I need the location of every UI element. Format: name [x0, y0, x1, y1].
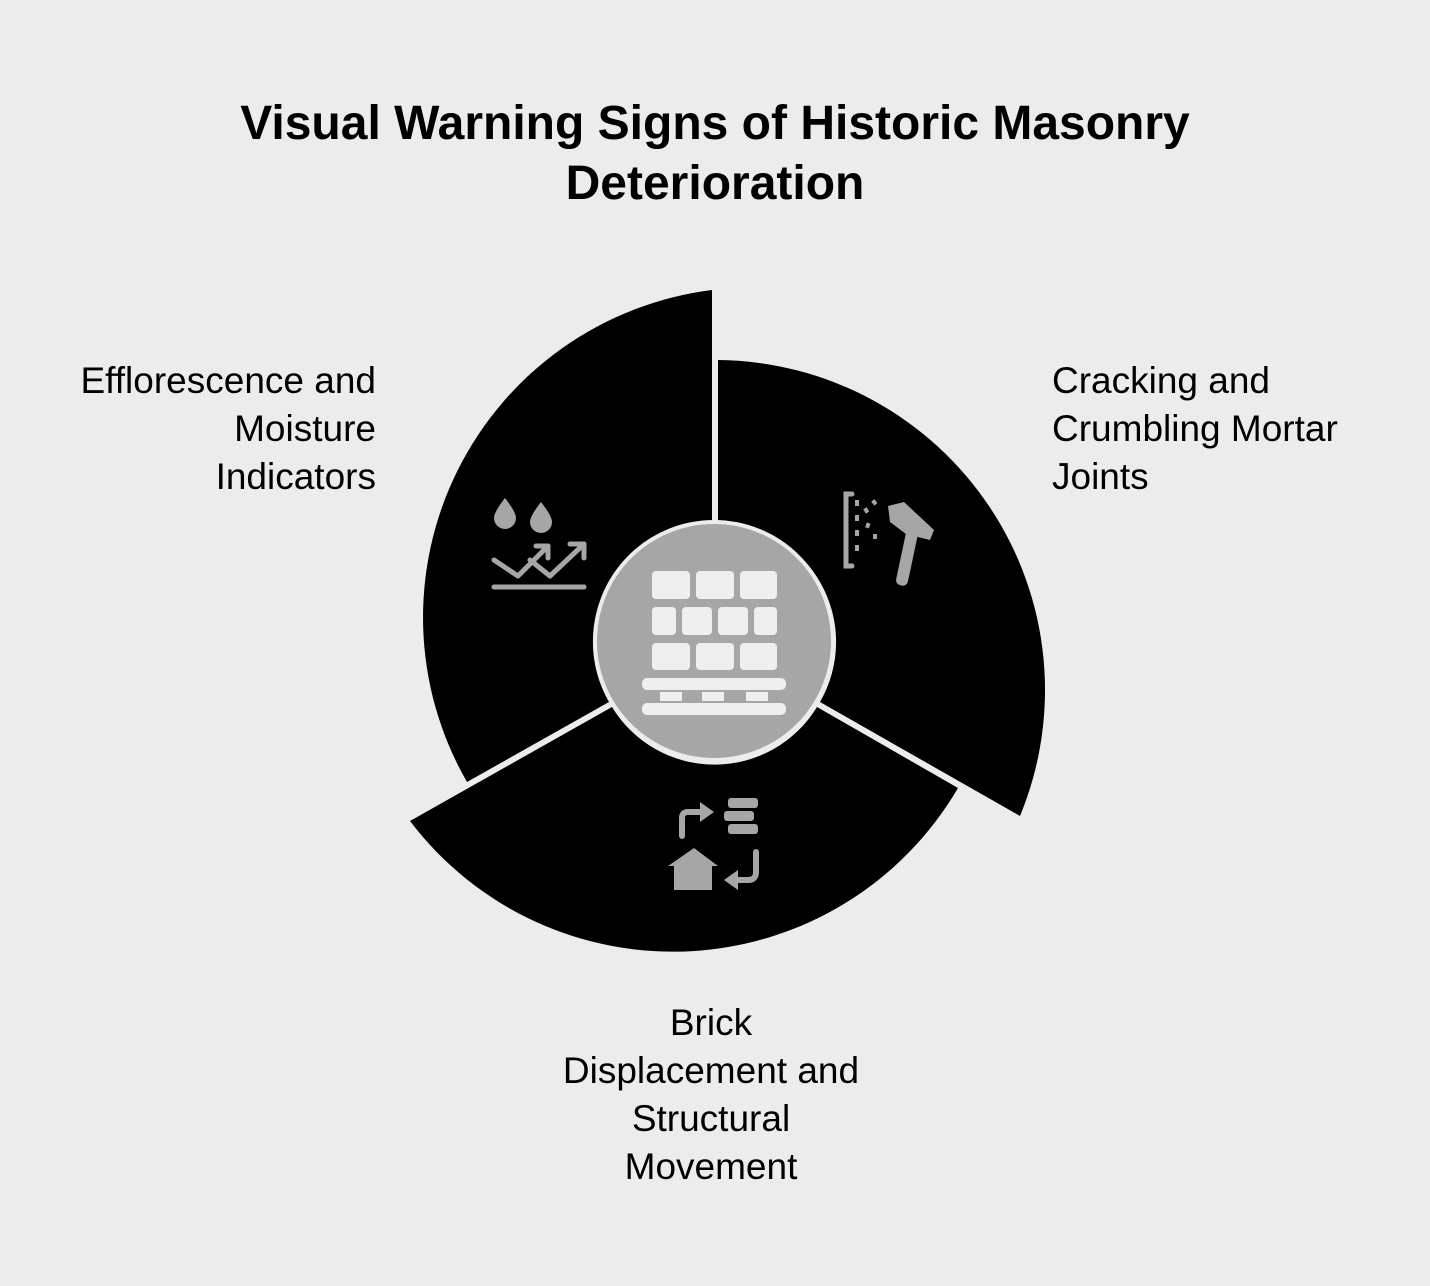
label-line: Movement [624, 1146, 798, 1187]
house-brick-displacement-arrows-icon [668, 798, 759, 890]
page-title: Visual Warning Signs of Historic Masonry… [0, 94, 1430, 214]
title-line-2: Deterioration [565, 157, 865, 210]
label-line: Crumbling Mortar [1052, 408, 1338, 449]
label-line: Cracking and [1052, 360, 1271, 401]
label-line: Structural [631, 1098, 791, 1139]
label-line: Displacement and [562, 1050, 860, 1091]
label-line: Efflorescence and [80, 360, 376, 401]
label-cracking: Cracking and Crumbling Mortar Joints [1052, 357, 1338, 501]
label-line: Moisture [234, 408, 376, 449]
moisture-drops-rising-arrows-icon [491, 498, 587, 590]
segment-efflorescence [423, 290, 712, 782]
label-brick-displacement: Brick Displacement and Structural Moveme… [500, 999, 922, 1191]
center-hub [593, 520, 835, 762]
label-line: Joints [1052, 456, 1149, 497]
title-line-1: Visual Warning Signs of Historic Masonry [240, 97, 1190, 150]
label-line: Brick [669, 1002, 753, 1043]
hammer-crumbling-mortar-icon [843, 491, 934, 586]
label-line: Indicators [215, 456, 376, 497]
segment-cracking [718, 360, 1046, 816]
label-efflorescence: Efflorescence and Moisture Indicators [80, 357, 376, 501]
brick-wall-icon [642, 571, 786, 715]
